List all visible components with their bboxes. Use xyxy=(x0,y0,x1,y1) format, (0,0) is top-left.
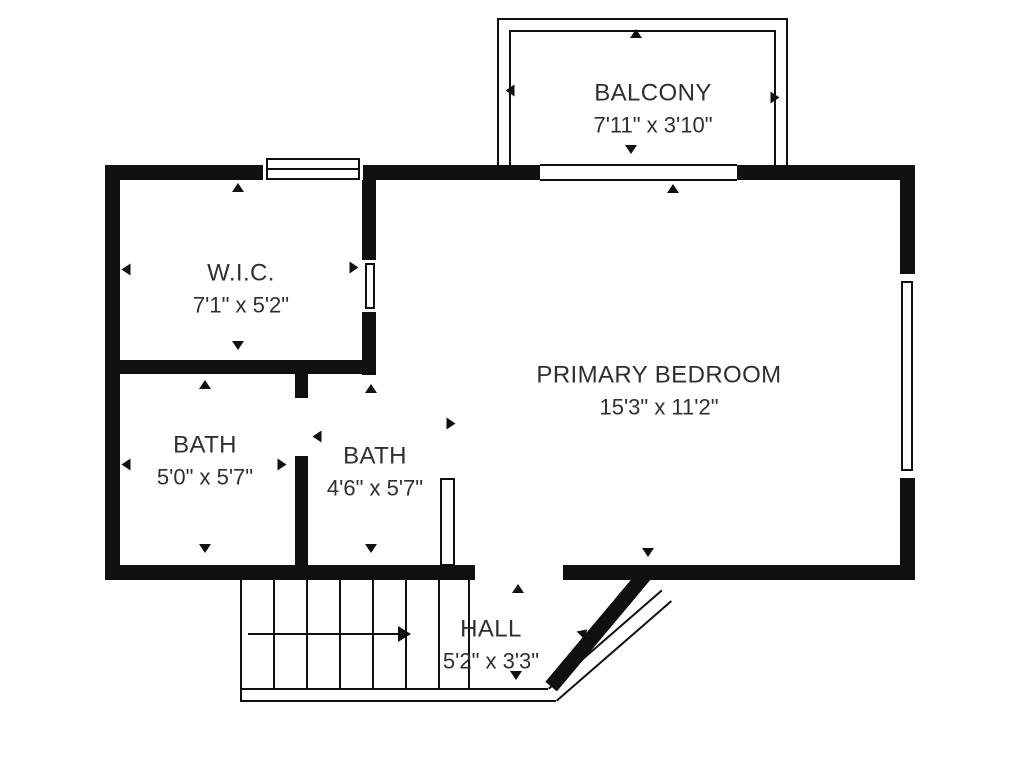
room-label-bath-1: BATH 5'0" x 5'7" xyxy=(157,432,253,491)
balcony-door-opening xyxy=(540,164,737,181)
room-dimensions: 5'0" x 5'7" xyxy=(156,464,254,490)
dimension-arrow-icon xyxy=(770,91,780,104)
dimension-arrow-icon xyxy=(667,184,679,193)
wall-wic-horizontal xyxy=(120,360,376,374)
dimension-arrow-icon xyxy=(199,380,211,389)
dimension-arrow-icon xyxy=(630,29,642,38)
dimension-arrow-icon xyxy=(349,261,359,274)
room-name: W.I.C. xyxy=(207,259,275,287)
balcony-outer-wall xyxy=(497,18,788,165)
stairs-right-edge xyxy=(468,580,470,688)
room-label-bath-2: BATH 4'6" x 5'7" xyxy=(327,443,423,502)
dimension-arrow-icon xyxy=(512,584,524,593)
room-label-balcony: BALCONY 7'11" x 3'10" xyxy=(593,80,712,139)
stairs-left-edge xyxy=(240,580,242,700)
room-dimensions: 5'2" x 3'3" xyxy=(442,648,540,674)
stair-direction-line xyxy=(248,633,400,635)
room-label-primary-bedroom: PRIMARY BEDROOM 15'3" x 11'2" xyxy=(536,362,781,421)
dimension-arrow-icon xyxy=(232,183,244,192)
hall-boundary-line xyxy=(240,688,548,690)
dimension-arrow-icon xyxy=(365,544,377,553)
dimension-arrow-icon xyxy=(277,458,287,471)
balcony-inner-wall xyxy=(509,30,776,165)
stair-direction-arrow-icon xyxy=(398,626,411,642)
wall-top xyxy=(105,165,915,180)
dimension-arrow-icon xyxy=(199,544,211,553)
dimension-arrow-icon xyxy=(365,384,377,393)
wic-door-leaf xyxy=(365,263,375,309)
dimension-arrow-icon xyxy=(510,671,522,680)
room-name: HALL xyxy=(460,615,522,643)
dimension-arrow-icon xyxy=(625,145,637,154)
room-name: BATH xyxy=(343,442,407,470)
room-label-wic: W.I.C. 7'1" x 5'2" xyxy=(193,260,289,319)
dimension-arrow-icon xyxy=(121,458,131,471)
room-name: BALCONY xyxy=(594,79,712,107)
room-dimensions: 7'1" x 5'2" xyxy=(192,292,290,318)
dimension-arrow-icon xyxy=(446,417,456,430)
dimension-arrow-icon xyxy=(121,263,131,276)
bath-door-opening xyxy=(293,398,310,456)
dimension-arrow-icon xyxy=(232,341,244,350)
dimension-arrow-icon xyxy=(642,548,654,557)
room-name: BATH xyxy=(173,431,237,459)
room-dimensions: 4'6" x 5'7" xyxy=(326,475,424,501)
hall-diagonal-line xyxy=(548,589,663,690)
room-dimensions: 15'3" x 11'2" xyxy=(599,394,719,420)
wall-left xyxy=(105,165,120,580)
wall-bottom-right xyxy=(563,565,915,580)
stair-step xyxy=(438,580,440,688)
dimension-arrow-icon xyxy=(312,430,322,443)
room-dimensions: 7'11" x 3'10" xyxy=(593,112,713,138)
room-name: PRIMARY BEDROOM xyxy=(536,361,782,389)
window-top-mullion xyxy=(268,168,358,170)
room-label-hall: HALL 5'2" x 3'3" xyxy=(443,616,539,675)
wall-bottom-left xyxy=(105,565,475,580)
window-right-icon xyxy=(901,281,913,471)
dimension-arrow-icon xyxy=(505,84,515,97)
bath2-door-leaf xyxy=(440,478,455,566)
hall-boundary-line xyxy=(240,700,556,702)
